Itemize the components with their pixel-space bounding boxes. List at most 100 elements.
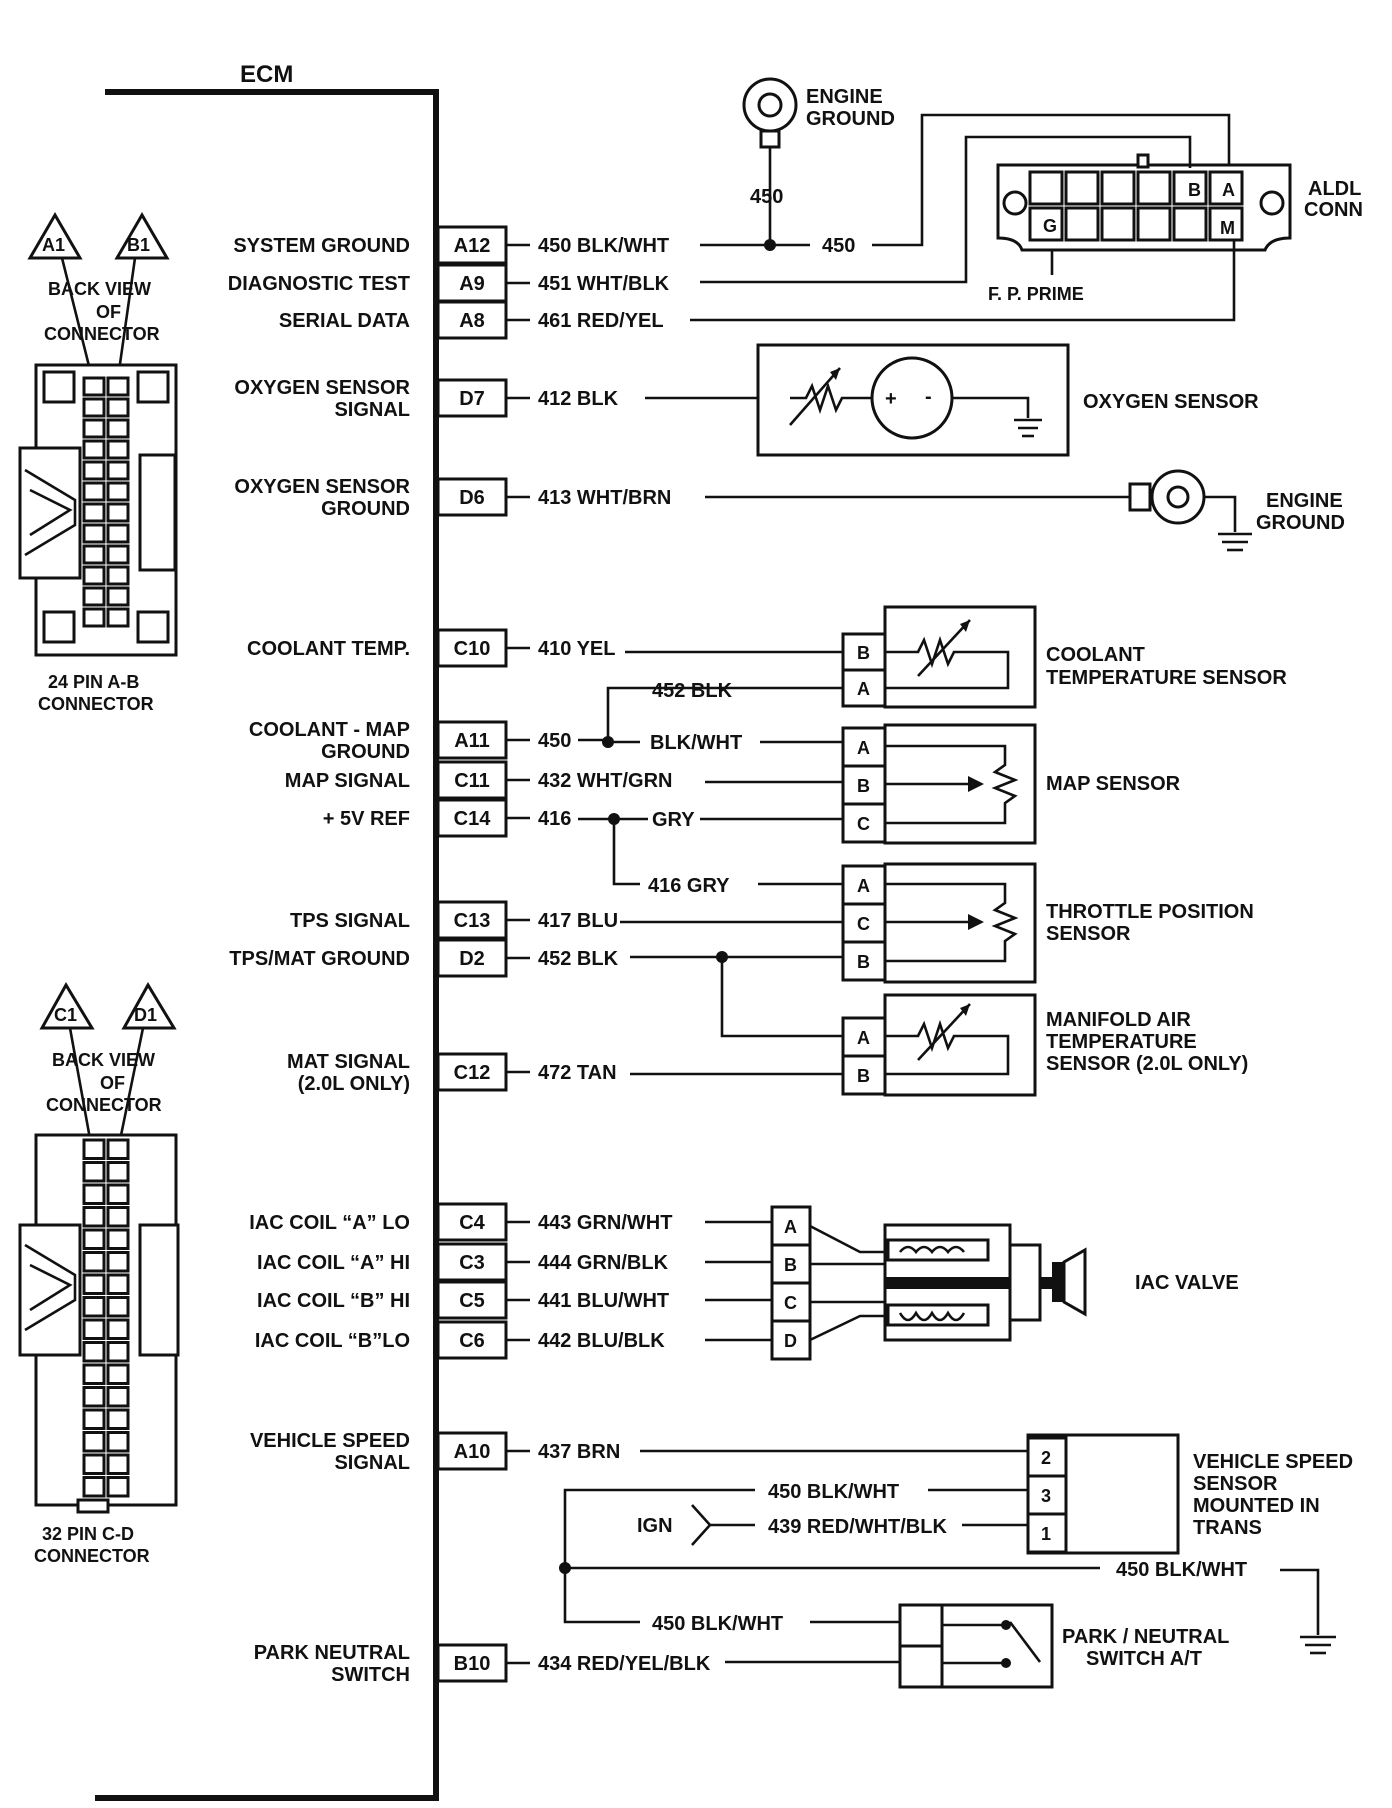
wire-label-o2-signal: 412 BLK [538,388,619,410]
aldl-cell [1064,170,1100,206]
connector-cd-pin-cell [82,1183,106,1205]
connector-ab-pin-cell [106,418,130,439]
pin-id-mat-signal: C12 [454,1062,491,1084]
tps-pin-a: A [857,876,870,896]
map-sensor: A B C MAP SENSOR BLK/WHT GRY 416 GRY [578,723,1181,897]
connector-cd-caption-1: 32 PIN C-D [42,1524,134,1544]
park-neutral-switch: 450 BLK/WHT PARK / NEUTRAL SWITCH A/T [563,1568,1229,1689]
pin-box-tps-mat-ground [436,938,508,978]
map-pin-c: C [857,814,870,834]
wire-label-o2-ground: 413 WHT/BRN [538,487,671,509]
pin-name-o2-signal-1: OXYGEN SENSOR [234,377,410,399]
wire-label-serial-data: 461 RED/YEL [538,310,664,332]
mat-pin-b: B [857,1066,870,1086]
connector-ab-caption-2: CONNECTOR [38,694,154,714]
connector-ab-pin-cell [82,460,106,481]
connector-ab-pin-cell [106,607,130,628]
pin-name-o2-signal-2: SIGNAL [334,399,410,421]
iac-pin-d: D [784,1331,797,1351]
aldl-cell [1208,206,1244,242]
connector-cd-pin-cell [82,1431,106,1453]
connector-ab-tri-a1: A1 [42,235,65,255]
connector-ab-pin-cell [82,397,106,418]
coolant-pin-a: A [857,679,870,699]
connector-cd-pin-cell [106,1138,130,1160]
aldl-cell [1100,206,1136,242]
aldl-pin-b: B [1188,180,1201,200]
pin-id-tps-signal: C13 [454,910,491,932]
connector-cd-caption-2: CONNECTOR [34,1546,150,1566]
wire-vss-ign: 439 RED/WHT/BLK [768,1516,947,1538]
connector-ab: A1 B1 BACK VIEW OF CONNECTOR 24 PIN A-B … [18,212,178,714]
wire-label-vss: 437 BRN [538,1441,620,1463]
pin-name-iac-a-hi: IAC COIL “A” HI [257,1252,410,1274]
connector-ab-pin-cell [106,376,130,397]
pin-name-system-ground: SYSTEM GROUND [233,235,410,257]
connector-cd-back-of: OF [100,1073,125,1093]
pin-box-iac-b-lo [436,1320,508,1360]
connector-ab-pin-cell [106,565,130,586]
connector-cd-pin-cell [82,1476,106,1498]
pin-name-coolant-map-ground-2: GROUND [321,741,410,763]
wire-gry-map: GRY [652,809,695,831]
pin-id-tps-mat-ground: D2 [459,948,485,970]
coolant-label-2: TEMPERATURE SENSOR [1046,667,1287,689]
iac-label: IAC VALVE [1135,1272,1239,1294]
pn-label-2: SWITCH A/T [1086,1648,1202,1670]
wire-label-diagnostic-test: 451 WHT/BLK [538,273,670,295]
pin-box-5v-ref [436,798,508,838]
connector-ab-pin-cell [82,586,106,607]
pin-id-iac-b-hi: C5 [459,1290,485,1312]
connector-ab-tri-b1: B1 [127,235,150,255]
connector-cd-pin-cell [106,1408,130,1430]
mat-label-2: TEMPERATURE [1046,1031,1197,1053]
iac-pin-c: C [784,1293,797,1313]
engine-ground-o2-label-1: ENGINE [1266,490,1343,512]
wire-label-map-signal: 432 WHT/GRN [538,770,672,792]
pin-name-iac-a-lo: IAC COIL “A” LO [249,1212,410,1234]
connector-cd-pin-cell [82,1453,106,1475]
pin-name-mat-signal-2: (2.0L ONLY) [298,1073,410,1095]
wire-label-5v-ref: 416 [538,808,571,830]
vss-label-4: TRANS [1193,1517,1262,1539]
connector-ab-pin-cell [106,460,130,481]
oxygen-sensor-minus: - [925,386,932,408]
connector-ab-pin-cell [82,376,106,397]
connector-cd-pin-cell [82,1251,106,1273]
engine-ground-o2: ENGINE GROUND [705,469,1345,552]
pin-name-vss-1: VEHICLE SPEED [250,1430,410,1452]
wire-label-coolant-temp: 410 YEL [538,638,615,660]
engine-ground-top: ENGINE GROUND 450 450 [700,77,1231,257]
pin-id-o2-signal: D7 [459,388,485,410]
wire-label-iac-a-hi: 444 GRN/BLK [538,1252,669,1274]
map-pin-a: A [857,738,870,758]
connector-ab-pin-cell [82,523,106,544]
connector-cd-pin-cell [106,1161,130,1183]
pn-label-1: PARK / NEUTRAL [1062,1626,1229,1648]
connector-cd-pin-cell [82,1363,106,1385]
pin-id-vss: A10 [454,1441,491,1463]
aldl-cell [1028,206,1064,242]
pin-box-system-ground [436,225,508,265]
pin-box-map-signal [436,760,508,800]
pin-name-iac-b-lo: IAC COIL “B”LO [255,1330,410,1352]
pin-box-tps-signal [436,900,508,940]
pin-id-serial-data: A8 [459,310,485,332]
pin-id-5v-ref: C14 [454,808,492,830]
wire-label-iac-b-hi: 441 BLU/WHT [538,1290,669,1312]
iac-pin-b: B [784,1255,797,1275]
oxygen-sensor-plus: + [885,388,897,410]
wire-450-vertical: 450 [750,186,783,208]
connector-cd-pin-cell [106,1386,130,1408]
tps-label-1: THROTTLE POSITION [1046,901,1254,923]
connector-ab-pin-cell [106,586,130,607]
